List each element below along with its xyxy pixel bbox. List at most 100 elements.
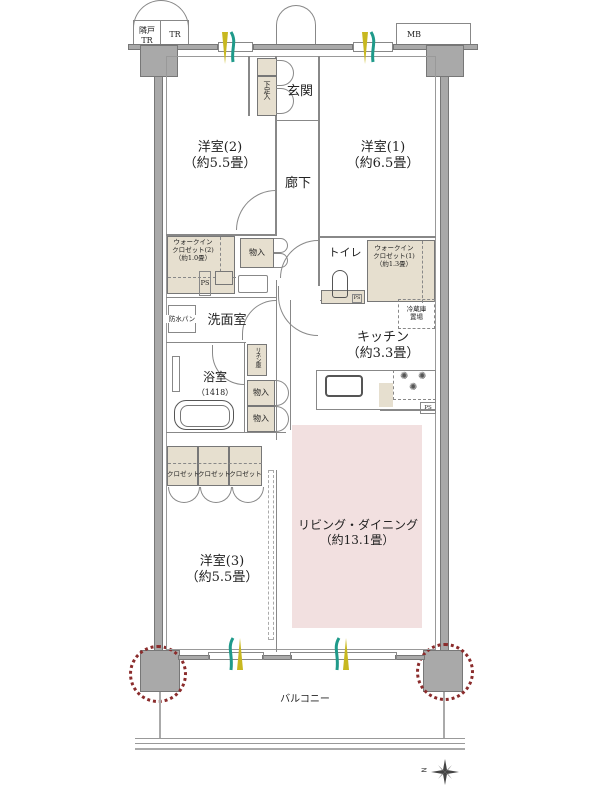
ventilation-icon-top-left: [222, 31, 236, 64]
bathtub: [174, 400, 234, 430]
washer-tap: [215, 271, 233, 285]
dishwasher: [379, 383, 393, 407]
partition-room1-bottom: [318, 236, 436, 238]
storage-a: [240, 238, 274, 268]
closet-3-label: クロゼット: [229, 470, 262, 478]
wall-top-mid: [253, 44, 353, 50]
balcony-label: バルコニー: [280, 694, 330, 705]
column-top-right: [426, 45, 464, 77]
balcony-rail-2: [135, 743, 465, 744]
ventilation-icon-bottom-right: [334, 637, 349, 671]
living-dining-area: [292, 425, 422, 628]
compass-north-label: N: [420, 767, 429, 773]
burner-icon-1: ✺: [400, 371, 409, 382]
partition-room3-right: [276, 470, 277, 652]
wall-left: [154, 76, 163, 656]
window-top-left: [218, 42, 253, 52]
wic2-shelf-line-v: [220, 237, 221, 277]
bathroom-label: 浴室（1418）: [196, 370, 234, 397]
wall-bottom-1: [178, 655, 210, 660]
storage-a-label: 物入: [249, 248, 265, 257]
ps-label-1: PS: [200, 279, 210, 287]
partition-room2-bottom: [166, 234, 276, 236]
storage-c-label: 物入: [253, 414, 269, 423]
storage-a-door-bottom: [274, 253, 288, 268]
partition-bath-bottom: [166, 432, 286, 433]
balcony-rail-1: [135, 738, 465, 739]
bath-shelf: [172, 356, 180, 392]
wall-bottom-2: [262, 655, 292, 660]
hallway-label: 廊下: [284, 176, 311, 191]
ps-label-3: PS: [424, 405, 432, 411]
window-bottom-left: [208, 652, 264, 660]
shoe-storage: 下足入: [257, 76, 277, 116]
walk-in-closet-1: [367, 240, 435, 303]
window-bottom-right: [290, 652, 397, 660]
balcony-divider-left: [159, 692, 161, 738]
linen-storage: リネン庫: [247, 344, 267, 376]
burner-icon-3: ✺: [409, 382, 418, 393]
storage-c: [247, 406, 275, 432]
western-room-1-label: 洋室(1)（約6.5畳）: [346, 140, 420, 172]
closet-3: [229, 446, 262, 486]
partition-kitchen-left: [290, 300, 291, 430]
ps-shaft-1: [199, 271, 211, 296]
storage-b: [247, 380, 275, 406]
mb-enclosure: [396, 23, 471, 45]
partition-entrance-left: [248, 56, 250, 116]
waterproof-pan-label: 防水パン: [166, 315, 198, 324]
closet-2: [198, 446, 229, 486]
washroom-label: 洗面室: [207, 313, 247, 328]
wic2-shelf-line: [168, 277, 236, 278]
partition-hall-right: [318, 56, 320, 286]
entrance-label: 玄関: [286, 84, 313, 99]
western-room-2-label: 洋室(2)（約5.5畳）: [183, 140, 257, 172]
wall-right: [440, 76, 449, 656]
partition-corridor-right: [276, 280, 277, 440]
fridge-space: [398, 299, 435, 329]
ps-shaft-3: [420, 402, 436, 414]
balcony-rail-3: [135, 748, 465, 750]
structural-column-marker-right: [416, 643, 474, 701]
storage-a-door-top: [274, 238, 288, 253]
closet-1-label: クロゼット: [167, 470, 200, 478]
structural-column-marker-left: [129, 645, 187, 703]
partition-hall-left: [275, 56, 277, 236]
burner-icon-2: ✺: [418, 371, 427, 382]
interior-outline: [166, 56, 436, 650]
kitchen-label: キッチン（約3.3畳）: [346, 330, 420, 362]
kitchen-counter-edge: [380, 410, 436, 411]
sliding-door-room3[interactable]: [268, 470, 274, 640]
tr-label: TR: [169, 30, 181, 39]
shoe-storage-top: [257, 58, 277, 76]
living-dining-label: リビング・ダイニング（約13.1畳）: [298, 518, 419, 547]
ps-shaft-2: [352, 294, 362, 303]
toilet-bowl: [332, 270, 348, 298]
closet-1: [167, 446, 198, 486]
toilet-label: トイレ: [328, 246, 362, 259]
mb-label: MB: [406, 30, 422, 39]
walk-in-closet-2-label: ウォークインクロゼット(2)（約1.0畳）: [172, 238, 214, 263]
walk-in-closet-1-label: ウォークインクロゼット(1)（約1.3畳）: [373, 244, 415, 269]
storage-b-label: 物入: [253, 388, 269, 397]
tr-divider: [160, 20, 161, 45]
wic1-shelf-line: [422, 241, 423, 303]
balcony-divider-right: [443, 692, 445, 738]
vanity-sink: [238, 275, 268, 293]
closet-shelf-line: [168, 463, 262, 464]
closet-2-label: クロゼット: [198, 470, 231, 478]
partition-bath-right: [244, 342, 245, 432]
ps-label-2: PS: [353, 295, 361, 301]
partition-bath-top: [166, 342, 246, 343]
wall-bottom-3: [395, 655, 425, 660]
bathtub-inner: [180, 405, 230, 427]
ventilation-icon-bottom-left: [228, 637, 243, 671]
linen-storage-label: リネン庫: [254, 347, 261, 367]
front-door-swing: [276, 5, 316, 45]
shoe-storage-label: 下足入: [263, 81, 271, 99]
western-room-3-label: 洋室(3)（約5.5畳）: [185, 554, 259, 586]
entrance-step: [276, 120, 318, 121]
cooktop: [393, 370, 436, 400]
tr-door-swing: [133, 0, 189, 28]
